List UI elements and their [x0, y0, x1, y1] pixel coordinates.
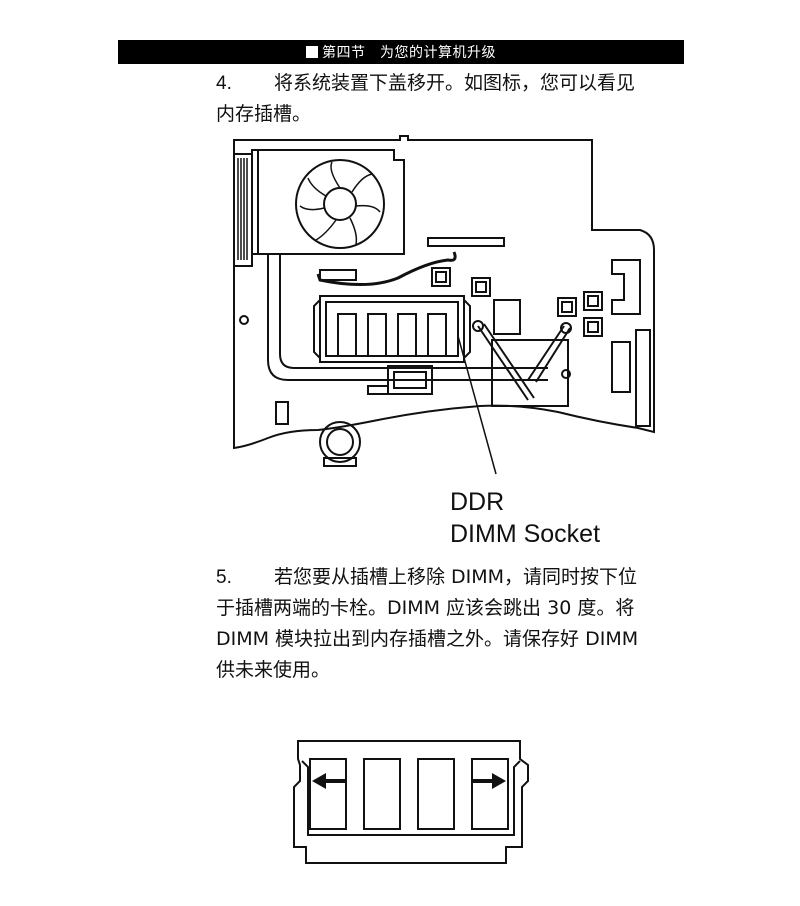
section-title: 第四节 为您的计算机升级	[322, 45, 496, 61]
step-4-number: 4.	[216, 73, 232, 94]
step-4-paragraph: 4. 将系统装置下盖移开。如图标，您可以看见 内存插槽。	[216, 68, 686, 130]
left-arrow-icon	[312, 773, 346, 789]
step-4-line-2: 内存插槽。	[216, 103, 312, 125]
step-4-text-1: 将系统装置下盖移开。如图标，您可以看见	[274, 72, 636, 94]
ddr-label: DDR	[450, 488, 504, 516]
step-5-line-4: 供未来使用。	[216, 659, 331, 681]
step-5-text-1: 若您要从插槽上移除 DIMM，请同时按下位	[274, 566, 638, 588]
step-5-line-2: 于插槽两端的卡栓。DIMM 应该会跳出 30 度。将	[216, 597, 635, 619]
motherboard-diagram: DDR DIMM Socket	[233, 135, 655, 548]
dimm-socket-label: DIMM Socket	[450, 520, 600, 548]
dimm-latch-diagram	[293, 740, 529, 864]
step-5-paragraph: 5. 若您要从插槽上移除 DIMM，请同时按下位 于插槽两端的卡栓。DIMM 应该…	[216, 562, 686, 686]
step-5-number: 5.	[216, 567, 232, 588]
section-header-bar: 第四节 为您的计算机升级	[118, 40, 684, 64]
right-arrow-icon	[472, 773, 506, 789]
step-5-line-1: 5. 若您要从插槽上移除 DIMM，请同时按下位	[216, 562, 686, 593]
square-bullet-icon	[306, 46, 318, 58]
step-4-line-1: 4. 将系统装置下盖移开。如图标，您可以看见	[216, 68, 686, 99]
step-5-line-3: DIMM 模块拉出到内存插槽之外。请保存好 DIMM	[216, 628, 639, 650]
